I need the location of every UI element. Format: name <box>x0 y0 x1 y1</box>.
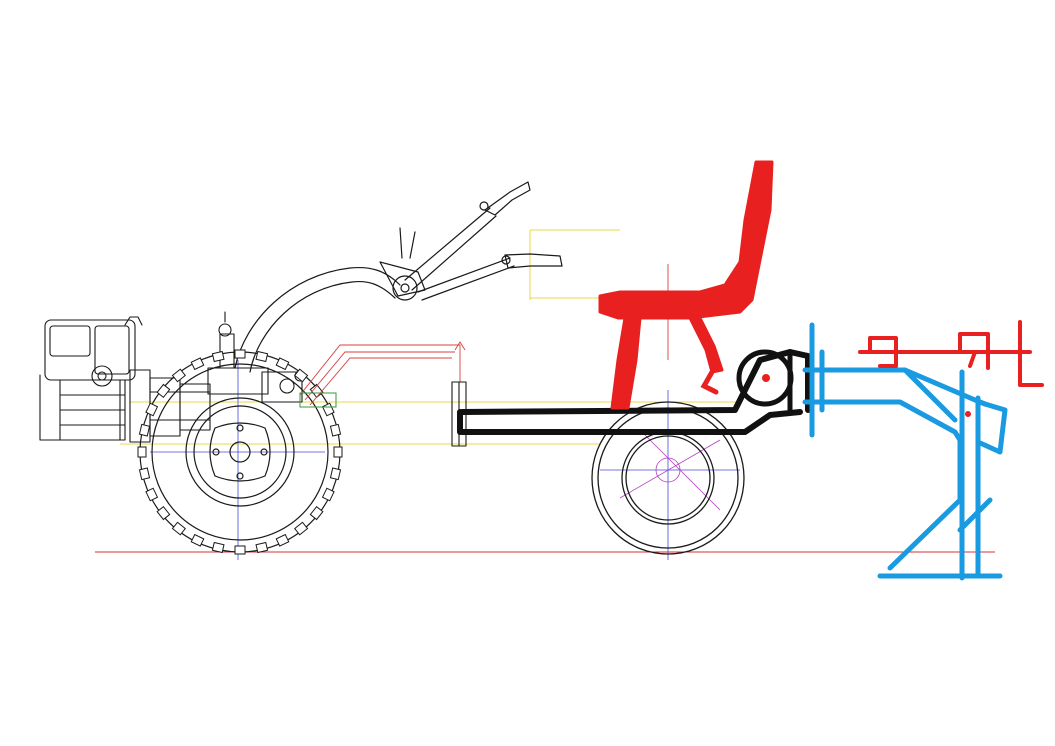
tread-lug <box>190 533 205 547</box>
tread-lug <box>275 533 290 547</box>
axis-lines-purple <box>619 429 721 511</box>
gearbox <box>207 311 306 403</box>
tread-lug <box>255 541 269 554</box>
tread-lug <box>293 368 309 383</box>
tread-lug <box>138 423 151 437</box>
tread-lug <box>275 357 290 371</box>
tread-lug <box>171 368 187 383</box>
operator-seat <box>598 160 774 410</box>
construction-lines-green <box>299 392 337 408</box>
handlebar <box>234 181 563 373</box>
tread-lug <box>145 402 159 417</box>
construction-lines-yellow <box>120 229 740 445</box>
tread-lug <box>329 423 342 437</box>
tread-lug <box>190 357 205 371</box>
tread-lug <box>211 541 225 554</box>
tread-lug <box>234 349 246 359</box>
tread-lug <box>321 487 335 502</box>
tread-lug <box>171 521 187 536</box>
tread-lug <box>138 467 151 481</box>
tread-lug <box>156 505 171 521</box>
plough-implement <box>802 322 1008 581</box>
tread-lug <box>329 467 342 481</box>
wheel-lugs <box>137 349 343 555</box>
tread-lug <box>293 521 309 536</box>
tread-lug <box>137 446 147 458</box>
tread-lug <box>309 505 324 521</box>
hitch-pin <box>762 374 770 382</box>
engine-block <box>39 316 211 443</box>
implement-hitch-bar <box>858 320 1044 387</box>
construction-lines-red <box>299 264 669 406</box>
tread-lug <box>234 545 246 555</box>
tread-lug <box>333 446 343 458</box>
implement-pivot <box>965 411 971 417</box>
tread-lug <box>211 350 225 363</box>
tread-lug <box>156 383 171 399</box>
axis-lines <box>150 360 740 560</box>
rear-hitch <box>736 349 794 413</box>
tread-lug <box>321 402 335 417</box>
tread-lug <box>145 487 159 502</box>
seat-support-arrow <box>700 369 719 395</box>
tread-lug <box>255 350 269 363</box>
